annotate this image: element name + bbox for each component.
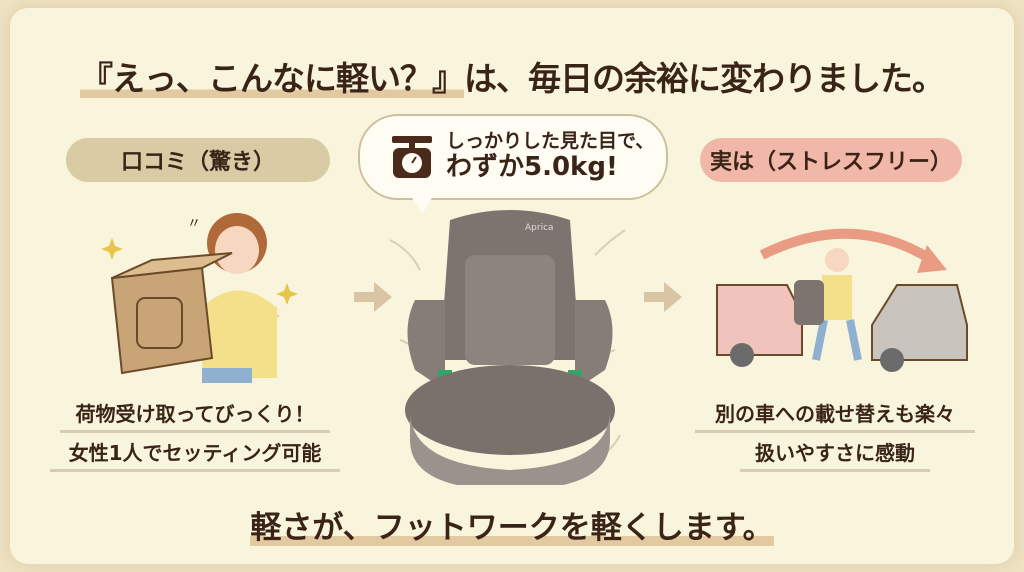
seat-brand-label: Aprica (525, 223, 554, 233)
right-caption-1: 別の車への載せ替えも楽々 (695, 398, 975, 433)
reviews-pill: 口コミ（驚き） (66, 138, 330, 182)
arrow-right-icon (354, 282, 392, 312)
headline-rest: は、毎日の余裕に変わりました。 (464, 59, 945, 98)
car-seat-image: Aprica (389, 210, 626, 485)
sweat-marks-icon: 〃 (187, 216, 201, 232)
right-caption-2: 扱いやすさに感動 (740, 437, 930, 472)
footer-text: 軽さが、フットワークを軽くします。 (250, 510, 774, 546)
headline-highlight: 『えっ、こんなに軽い？』 (80, 59, 465, 98)
footer-slogan: 軽さが、フットワークを軽くします。 (0, 502, 1024, 547)
left-caption-1: 荷物受け取ってびっくり！ (60, 398, 330, 433)
car-transfer-illustration (716, 228, 968, 372)
bubble-line1: しっかりした見た目で、 (446, 130, 655, 153)
woman-carrying-box-illustration: 〃 (101, 213, 298, 383)
stress-free-pill: 実は（ストレスフリー） (700, 138, 962, 182)
weight-speech-bubble: しっかりした見た目で、 わずか5.0kg! (358, 114, 668, 214)
headline: 『えっ、こんなに軽い？』は、毎日の余裕に変わりました。 (0, 52, 1024, 100)
left-caption-2: 女性1人でセッティング可能 (50, 437, 340, 472)
bubble-line2: わずか5.0kg! (446, 151, 618, 182)
scale-icon (392, 136, 432, 178)
arrow-right-icon (644, 282, 682, 312)
